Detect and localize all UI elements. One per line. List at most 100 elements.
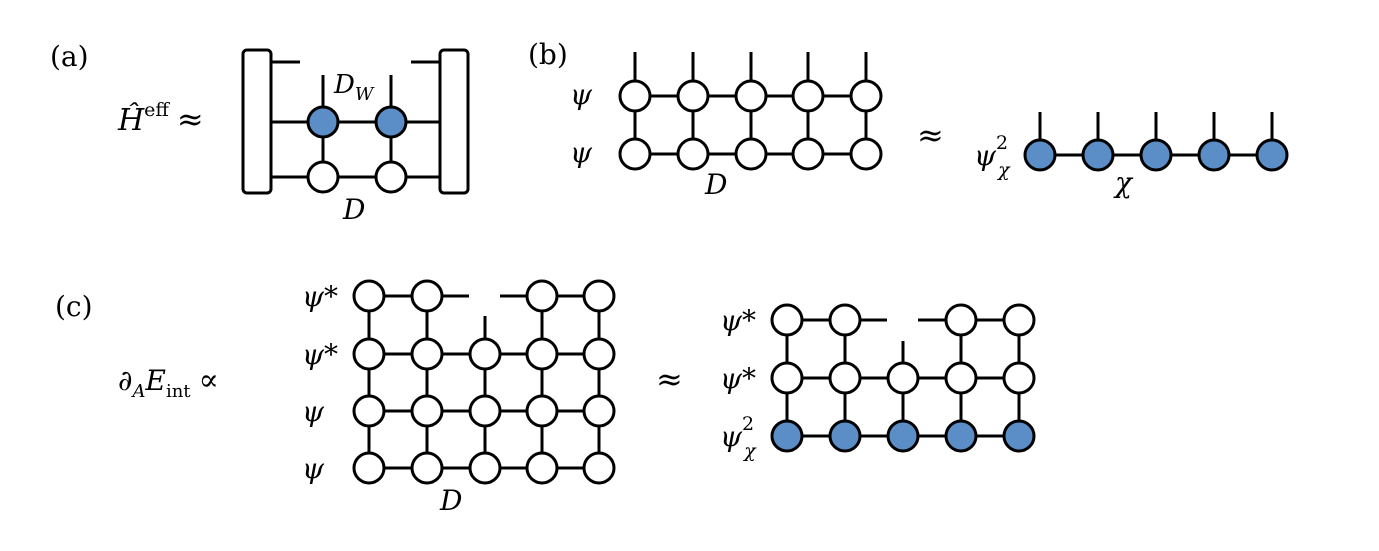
c-rhs-node bbox=[944, 303, 978, 337]
panel-b-rhs-label: ψ2 χ bbox=[974, 132, 1011, 181]
c-node bbox=[582, 337, 616, 371]
panel-b-label: (b) bbox=[528, 38, 568, 71]
mps-tensor-1 bbox=[306, 160, 340, 194]
panel-a-bond-label: D bbox=[342, 193, 365, 226]
c-rhs-row-label-2: ψ* bbox=[720, 362, 756, 395]
c-node bbox=[352, 451, 386, 485]
c-rhs-base: ψ bbox=[720, 420, 743, 453]
chi-node bbox=[1023, 138, 1057, 172]
c-rhs-nodes bbox=[770, 303, 1036, 453]
panel-c: (c) ∂AEint ∝ ψ* ψ* ψ ψ bbox=[55, 279, 1036, 517]
c-rhs-node bbox=[1002, 361, 1036, 395]
c-node bbox=[468, 394, 502, 428]
chi-node bbox=[1255, 138, 1289, 172]
c-node bbox=[582, 451, 616, 485]
c-rhs-node bbox=[770, 361, 804, 395]
c-node bbox=[352, 279, 386, 313]
b-node bbox=[734, 79, 768, 113]
c-bond-label: D bbox=[439, 484, 462, 517]
c-rhs-node bbox=[828, 361, 862, 395]
panel-b-bond-label: D bbox=[704, 168, 727, 201]
c-lhs-e: E bbox=[144, 364, 165, 397]
c-lhs-sub-a: A bbox=[130, 381, 145, 402]
panel-c-label: (c) bbox=[55, 290, 93, 323]
left-environment-block bbox=[241, 48, 273, 195]
c-node bbox=[410, 451, 444, 485]
c-rhs-sub: χ bbox=[742, 440, 757, 462]
c-rhs-chi-node bbox=[886, 419, 920, 453]
mpo-tensor-2 bbox=[374, 105, 408, 139]
c-node bbox=[410, 337, 444, 371]
b-rhs-sub: χ bbox=[996, 159, 1011, 181]
c-row-label-1: ψ* bbox=[302, 280, 338, 313]
b-node bbox=[676, 137, 710, 171]
c-approx: ≈ bbox=[656, 360, 683, 398]
c-node bbox=[410, 394, 444, 428]
c-rhs-node bbox=[1002, 303, 1036, 337]
b-node bbox=[849, 137, 883, 171]
mpo-tensor-1 bbox=[306, 105, 340, 139]
c-rhs-node bbox=[770, 303, 804, 337]
c-node bbox=[352, 337, 386, 371]
mpo-bond-base: D bbox=[333, 70, 355, 100]
panel-c-lhs: ∂AEint ∝ bbox=[118, 363, 219, 402]
c-node bbox=[582, 279, 616, 313]
b-rhs-sup: 2 bbox=[996, 132, 1008, 154]
b-grid bbox=[618, 52, 883, 171]
b-rhs-base: ψ bbox=[974, 139, 997, 172]
heff-base: Ĥ bbox=[117, 102, 145, 138]
c-rhs-chi-node bbox=[944, 419, 978, 453]
c-row-label-3: ψ bbox=[302, 395, 325, 428]
compressed-mps bbox=[1023, 112, 1289, 172]
c-grid-nodes bbox=[352, 279, 616, 485]
c-rhs-node bbox=[886, 361, 920, 395]
chi-node bbox=[1139, 138, 1173, 172]
c-node bbox=[525, 279, 559, 313]
c-rhs-sup: 2 bbox=[742, 413, 754, 435]
c-node bbox=[525, 451, 559, 485]
mps-tensor-2 bbox=[374, 160, 408, 194]
panel-a-label: (a) bbox=[50, 40, 89, 73]
panel-b-approx: ≈ bbox=[917, 116, 944, 154]
mpo-bond-label: DW bbox=[333, 70, 375, 105]
c-node bbox=[352, 394, 386, 428]
b-node bbox=[676, 79, 710, 113]
b-node bbox=[618, 79, 652, 113]
panel-a-approx: ≈ bbox=[177, 100, 204, 138]
c-node bbox=[468, 337, 502, 371]
c-rhs-row-label-3: ψ2 χ bbox=[720, 413, 757, 462]
c-node bbox=[525, 394, 559, 428]
panel-a-lhs: Ĥeff≈ bbox=[117, 99, 204, 138]
c-row-label-4: ψ bbox=[302, 452, 325, 485]
panel-b-row-label-2: ψ bbox=[570, 136, 593, 169]
c-rhs-node bbox=[828, 303, 862, 337]
c-rhs-chi-node bbox=[828, 419, 862, 453]
mpo-bond-sub: W bbox=[355, 84, 375, 105]
c-rhs-node bbox=[944, 361, 978, 395]
c-lhs-partial: ∂ bbox=[118, 364, 132, 397]
c-node bbox=[468, 451, 502, 485]
c-row-label-2: ψ* bbox=[302, 338, 338, 371]
c-rhs-chi-node bbox=[770, 419, 804, 453]
panel-a: (a) Ĥeff≈ DW D bbox=[50, 40, 470, 226]
c-rhs-row-label-1: ψ* bbox=[720, 304, 756, 337]
c-lhs-sub-int: int bbox=[166, 381, 191, 402]
c-node bbox=[410, 279, 444, 313]
c-rhs-chi-node bbox=[1002, 419, 1036, 453]
b-node bbox=[734, 137, 768, 171]
c-propto: ∝ bbox=[199, 363, 219, 398]
b-node bbox=[791, 79, 825, 113]
b-node bbox=[849, 79, 883, 113]
panel-b-chi-label: χ bbox=[1113, 166, 1134, 199]
right-environment-block bbox=[438, 48, 470, 195]
chi-node bbox=[1197, 138, 1231, 172]
c-node bbox=[582, 394, 616, 428]
chi-node bbox=[1081, 138, 1115, 172]
c-node bbox=[525, 337, 559, 371]
b-node bbox=[791, 137, 825, 171]
panel-b-row-label-1: ψ bbox=[570, 78, 593, 111]
b-node bbox=[618, 137, 652, 171]
